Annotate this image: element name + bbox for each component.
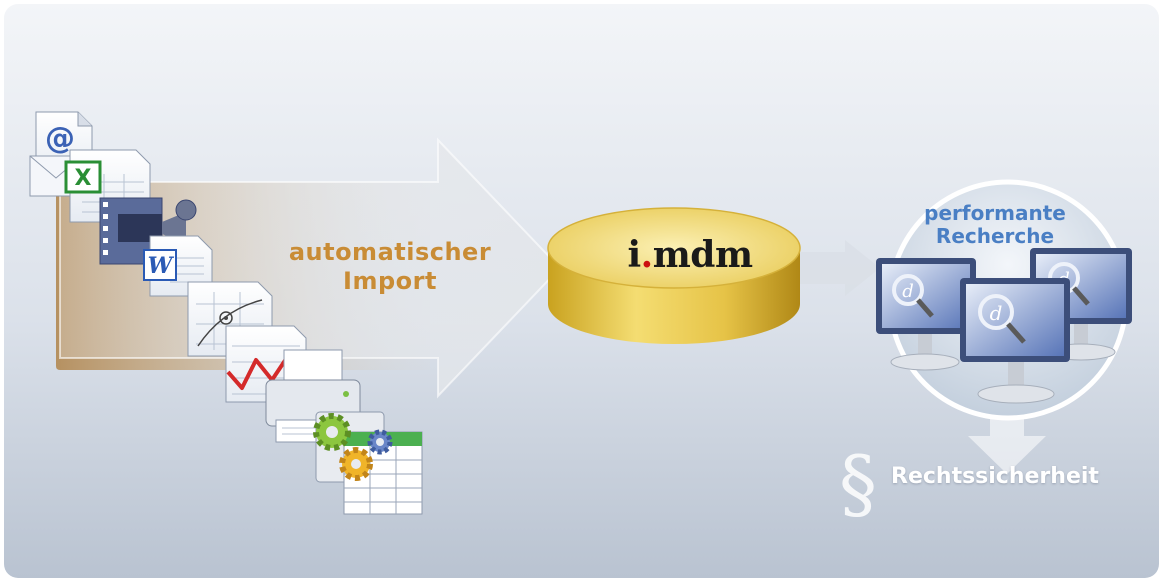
legal-label: Rechtssicherheit — [891, 464, 1099, 489]
section-symbol-icon: § — [839, 439, 877, 528]
excel-letter: X — [75, 166, 92, 191]
research-label: performante Recherche — [895, 202, 1095, 248]
gear-spreadsheet-icon — [313, 411, 423, 515]
down-arrow — [968, 410, 1046, 474]
monitor-search-icon: d — [960, 278, 1070, 404]
research-label-line2: Recherche — [935, 224, 1055, 248]
database-label-dot: . — [640, 234, 654, 276]
connector-arrow — [800, 240, 880, 296]
search-letter: d — [990, 301, 1003, 325]
database-icon — [547, 207, 801, 344]
import-label-line1: automatischer — [288, 238, 492, 266]
research-label-line1: performante — [924, 201, 1066, 225]
email-icon: @ — [29, 111, 93, 197]
database-label-name: mdm — [652, 234, 753, 276]
word-letter: W — [148, 253, 175, 279]
import-label: automatischer Import — [270, 238, 510, 296]
import-label-line2: Import — [343, 267, 437, 295]
database-label-prefix: i — [627, 234, 641, 276]
word-icon: W — [143, 235, 213, 297]
database-label: i.mdm — [560, 234, 820, 276]
monitor-search-icon: d — [876, 258, 976, 371]
search-letter: d — [902, 281, 914, 302]
